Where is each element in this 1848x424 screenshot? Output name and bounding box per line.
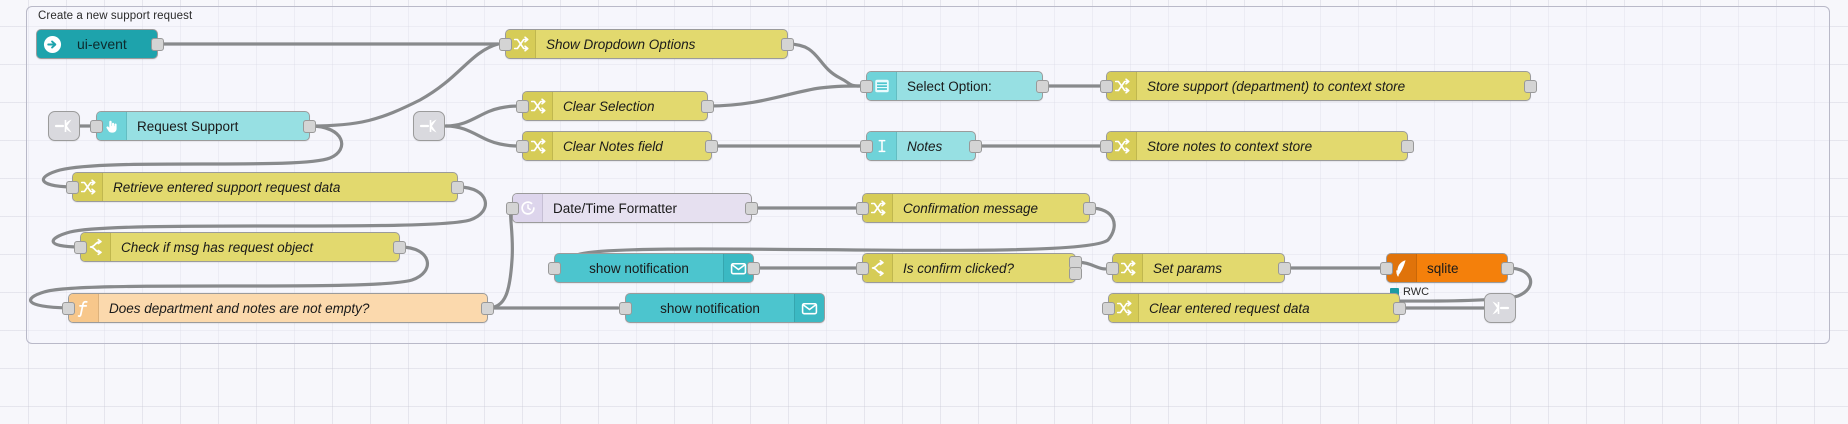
- node-label: Set params: [1153, 260, 1223, 276]
- link-in-icon: [54, 119, 72, 133]
- input-port[interactable]: [1100, 79, 1113, 93]
- input-port[interactable]: [516, 139, 529, 153]
- input-port[interactable]: [860, 139, 873, 153]
- change-node-icon: [1109, 294, 1139, 322]
- node-clear-notes-field[interactable]: Clear Notes field: [516, 131, 718, 161]
- node-label: Store support (department) to context st…: [1147, 78, 1406, 94]
- node-request-support[interactable]: Request Support: [90, 111, 316, 141]
- node-label: Is confirm clicked?: [903, 260, 1015, 276]
- link-out-node-1[interactable]: [1484, 293, 1516, 323]
- node-label: sqlite: [1427, 260, 1459, 276]
- input-port[interactable]: [74, 240, 87, 254]
- input-port[interactable]: [516, 99, 529, 113]
- node-check-if-msg-has-request-object[interactable]: Check if msg has request object: [74, 232, 406, 262]
- input-port[interactable]: [499, 37, 512, 51]
- link-in-node-1[interactable]: [48, 111, 80, 141]
- output-port[interactable]: [393, 240, 406, 254]
- function-f-icon: [69, 294, 99, 322]
- flow-group-label: Create a new support request: [38, 10, 193, 22]
- output-port[interactable]: [701, 99, 714, 113]
- node-confirmation-message[interactable]: Confirmation message: [856, 193, 1096, 223]
- node-label: Retrieve entered support request data: [113, 179, 341, 195]
- input-port[interactable]: [860, 79, 873, 93]
- node-show-notification-1[interactable]: show notification: [548, 253, 760, 283]
- output-port[interactable]: [745, 201, 758, 215]
- input-port[interactable]: [506, 201, 519, 215]
- input-port[interactable]: [1106, 261, 1119, 275]
- output-port[interactable]: [1401, 139, 1414, 153]
- output-port[interactable]: [781, 37, 794, 51]
- status-dot: [1390, 287, 1399, 297]
- output-port[interactable]: [1083, 201, 1096, 215]
- node-label: ui-event: [77, 36, 127, 52]
- output-port[interactable]: [451, 180, 464, 194]
- node-label: Select Option:: [907, 78, 992, 94]
- node-label: Show Dropdown Options: [546, 36, 696, 52]
- node-label: Clear Selection: [563, 98, 655, 114]
- node-label: Confirmation message: [903, 200, 1039, 216]
- link-out-icon: [1492, 301, 1510, 315]
- node-sqlite[interactable]: sqlite: [1380, 253, 1514, 283]
- node-show-dropdown-options[interactable]: Show Dropdown Options: [499, 29, 794, 59]
- node-show-notification-2[interactable]: show notification: [619, 293, 825, 323]
- node-datetime-formatter[interactable]: Date/Time Formatter: [506, 193, 758, 223]
- output-port[interactable]: [1524, 79, 1537, 93]
- output-port[interactable]: [1036, 79, 1049, 93]
- node-retrieve-entered-support-request-data[interactable]: Retrieve entered support request data: [66, 172, 464, 202]
- input-port[interactable]: [66, 180, 79, 194]
- node-label: Date/Time Formatter: [553, 200, 678, 216]
- output-port-2[interactable]: [1069, 267, 1082, 281]
- node-notes[interactable]: Notes: [860, 131, 982, 161]
- link-in-node-2[interactable]: [413, 111, 445, 141]
- output-port[interactable]: [747, 261, 760, 275]
- input-port[interactable]: [90, 119, 103, 133]
- output-port[interactable]: [303, 119, 316, 133]
- clock-icon: [513, 194, 543, 222]
- input-port[interactable]: [1100, 139, 1113, 153]
- link-in-icon: [419, 119, 437, 133]
- output-port[interactable]: [151, 37, 164, 51]
- sqlite-status-badge: RWC: [1390, 286, 1431, 298]
- node-select-option[interactable]: Select Option:: [860, 71, 1049, 101]
- status-label: RWC: [1402, 286, 1431, 298]
- node-clear-entered-request-data[interactable]: Clear entered request data: [1102, 293, 1406, 323]
- node-label: Clear Notes field: [563, 138, 663, 154]
- output-port[interactable]: [969, 139, 982, 153]
- node-set-params[interactable]: Set params: [1106, 253, 1291, 283]
- input-port[interactable]: [619, 301, 632, 315]
- output-port[interactable]: [1501, 261, 1514, 275]
- dropdown-list-icon: [867, 72, 897, 100]
- input-port[interactable]: [548, 261, 561, 275]
- node-label: Check if msg has request object: [121, 239, 314, 255]
- node-store-notes-to-context[interactable]: Store notes to context store: [1100, 131, 1414, 161]
- output-port[interactable]: [1393, 301, 1406, 315]
- node-label: show notification: [589, 260, 689, 276]
- input-port[interactable]: [856, 261, 869, 275]
- node-ui-event[interactable]: ui-event: [36, 29, 164, 59]
- input-port[interactable]: [62, 301, 75, 315]
- node-label: Does department and notes are not empty?: [109, 300, 370, 316]
- node-clear-selection[interactable]: Clear Selection: [516, 91, 714, 121]
- output-port[interactable]: [705, 139, 718, 153]
- output-port[interactable]: [481, 301, 494, 315]
- envelope-icon: [794, 294, 824, 322]
- input-port[interactable]: [1380, 261, 1393, 275]
- node-label: Request Support: [137, 118, 239, 134]
- node-label: Store notes to context store: [1147, 138, 1313, 154]
- node-label: show notification: [660, 300, 760, 316]
- node-label: Notes: [907, 138, 943, 154]
- output-port[interactable]: [1278, 261, 1291, 275]
- node-is-confirm-clicked[interactable]: Is confirm clicked?: [856, 253, 1082, 283]
- node-store-support-to-context[interactable]: Store support (department) to context st…: [1100, 71, 1537, 101]
- input-port[interactable]: [856, 201, 869, 215]
- node-label: Clear entered request data: [1149, 300, 1310, 316]
- node-does-department-and-notes-not-empty[interactable]: Does department and notes are not empty?: [62, 293, 494, 323]
- input-port[interactable]: [1102, 301, 1115, 315]
- arrow-right-circle-icon: [37, 30, 67, 58]
